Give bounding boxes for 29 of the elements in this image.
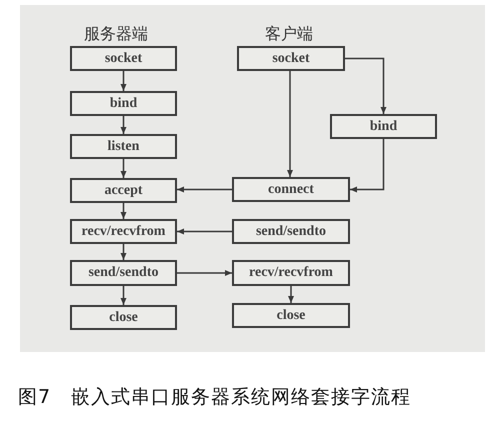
process-box: recv/recvfrom: [232, 260, 350, 286]
arrow: [120, 286, 126, 305]
arrow: [177, 270, 232, 276]
process-box: close: [232, 303, 350, 328]
process-box: send/sendto: [70, 260, 177, 286]
process-box: send/sendto: [232, 219, 350, 244]
arrow: [345, 58, 386, 114]
arrow: [120, 116, 126, 134]
process-box: bind: [70, 91, 177, 116]
arrow: [120, 71, 126, 91]
arrow: [120, 244, 126, 260]
process-box: socket: [70, 46, 177, 71]
column-heading: 服务器端: [84, 24, 148, 45]
arrow: [120, 203, 126, 219]
process-box: connect: [232, 177, 350, 202]
arrow: [288, 286, 294, 303]
process-box: socket: [237, 46, 345, 71]
arrow: [177, 186, 232, 192]
process-box: close: [70, 305, 177, 330]
figure-caption: 图7 嵌入式串口服务器系统网络套接字流程: [18, 385, 412, 410]
process-box: accept: [70, 178, 177, 203]
arrow: [287, 71, 293, 177]
arrow: [177, 228, 232, 234]
arrow: [350, 139, 384, 192]
process-box: bind: [330, 114, 437, 139]
column-heading: 客户端: [265, 24, 313, 45]
process-box: recv/recvfrom: [70, 219, 177, 244]
arrow: [120, 159, 126, 178]
process-box: listen: [70, 134, 177, 159]
